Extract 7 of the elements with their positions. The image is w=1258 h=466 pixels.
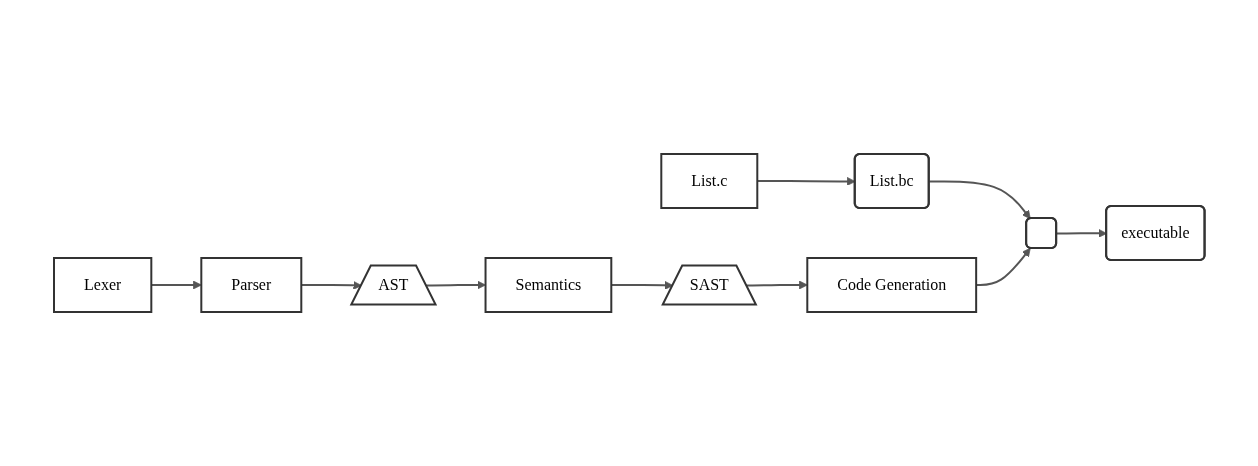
node-box: List.c xyxy=(660,153,758,209)
arrow xyxy=(745,280,808,290)
arrow xyxy=(425,280,486,290)
node-box: Lexer xyxy=(52,257,153,313)
node-box: Code Generation xyxy=(806,257,977,313)
node-box: Semantics xyxy=(484,257,612,313)
node-box: Parser xyxy=(200,257,302,313)
